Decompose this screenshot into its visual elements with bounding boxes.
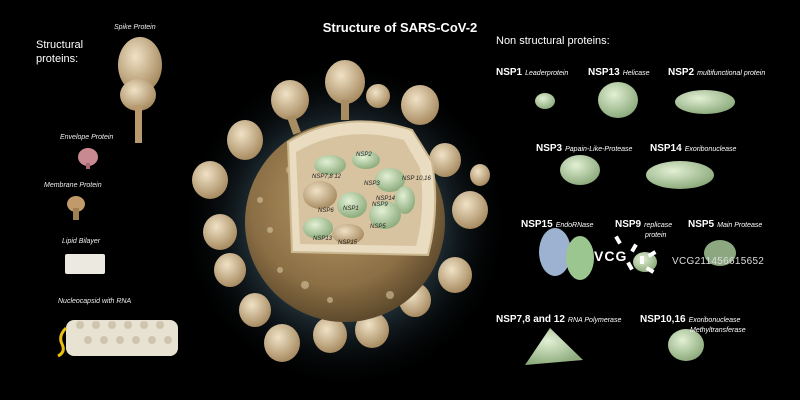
nonstructural-heading: Non structural proteins: — [496, 35, 610, 47]
nsp3-illustration — [560, 155, 600, 185]
virus-label: NSP6 — [318, 208, 334, 214]
watermark-id: VCG211456615652 — [672, 256, 765, 267]
membrane-protein-label: Membrane Protein — [44, 182, 102, 189]
nucleocapsid-label: Nucleocapsid with RNA — [58, 298, 132, 305]
virus-label: NSP13 — [313, 236, 333, 242]
virus-label: NSP3 — [364, 181, 380, 187]
nsp-name: NSP1 — [496, 67, 523, 78]
virus-label: NSP5 — [370, 224, 386, 230]
nsp-name: NSP9 — [615, 219, 642, 230]
nsp-desc: replicase — [644, 222, 673, 229]
nsp-name: NSP3 — [536, 143, 563, 154]
nsp7812-illustration — [525, 328, 583, 365]
interior-proteins — [303, 151, 415, 244]
nsp-name: NSP10,16 — [640, 314, 686, 325]
structural-heading-line2: proteins: — [36, 53, 79, 65]
nsp-name: NSP13 — [588, 67, 620, 78]
lipid-bilayer-label: Lipid Bilayer — [62, 238, 101, 245]
nsp9-desc-line2: protein — [645, 232, 667, 239]
nucleocapsid-illustration — [57, 320, 178, 358]
virus-label: NSP14 — [376, 196, 396, 202]
nsp-desc: Helicase — [622, 70, 650, 77]
structural-heading-line1: Structural — [36, 39, 84, 51]
nsp14-illustration — [646, 161, 714, 189]
virus-label: NSP15 — [338, 240, 358, 246]
virus-label: NSP1 — [343, 206, 359, 212]
nsp-desc: EndoRNase — [555, 222, 594, 229]
nsp15-illustration — [539, 228, 594, 280]
structural-heading: Structural proteins: — [36, 38, 83, 66]
lipid-bilayer-illustration — [65, 254, 105, 274]
nsp-desc: Papain-Like-Protease — [565, 146, 633, 153]
nsp-desc: Exoribonuclease — [684, 146, 737, 153]
virus-label: NSP9 — [372, 202, 388, 208]
nsp-desc: RNA Polymerase — [567, 317, 622, 324]
nsp1016-illustration — [668, 329, 704, 361]
virus-spikes — [192, 60, 490, 362]
nsp5-illustration — [704, 240, 736, 266]
virus-label: NSP2 — [356, 152, 372, 158]
nsp-desc: Leaderprotein — [525, 70, 569, 77]
diagram-title: Structure of SARS-CoV-2 — [322, 20, 478, 35]
spike-protein-label: Spike Protein — [114, 24, 156, 31]
nsp-desc: Exoribonuclease — [688, 317, 741, 324]
nsp1016-desc-line2: Methyltransferase — [690, 327, 746, 334]
vcg-logo-text: VCG — [594, 248, 628, 264]
virus-interior-labels: NSP2 NSP7,8 12 NSP3 NSP1 NSP14 NSP9 NSP … — [312, 152, 431, 246]
spike-protein-illustration — [118, 37, 162, 143]
vcg-logo-mark — [614, 235, 657, 274]
nsp-name: NSP2 — [668, 67, 695, 78]
nsp-name: NSP15 — [521, 219, 553, 230]
virus-label: NSP 10,16 — [402, 176, 431, 182]
nsp9-illustration — [633, 252, 657, 272]
nsp1-illustration — [535, 93, 555, 109]
membrane-protein-illustration — [67, 196, 85, 220]
envelope-protein-illustration — [78, 148, 98, 169]
nsp-name: NSP7,8 and 12 — [496, 314, 565, 325]
nsp-name: NSP14 — [650, 143, 682, 154]
envelope-protein-label: Envelope Protein — [60, 134, 114, 141]
nsp13-illustration — [598, 82, 638, 118]
nsp-desc: Main Protease — [717, 222, 763, 229]
virus-label: NSP7,8 12 — [312, 174, 342, 180]
nsp2-illustration — [675, 90, 735, 114]
nsp-name: NSP5 — [688, 219, 715, 230]
nsp-desc: multifunctional protein — [697, 70, 766, 77]
